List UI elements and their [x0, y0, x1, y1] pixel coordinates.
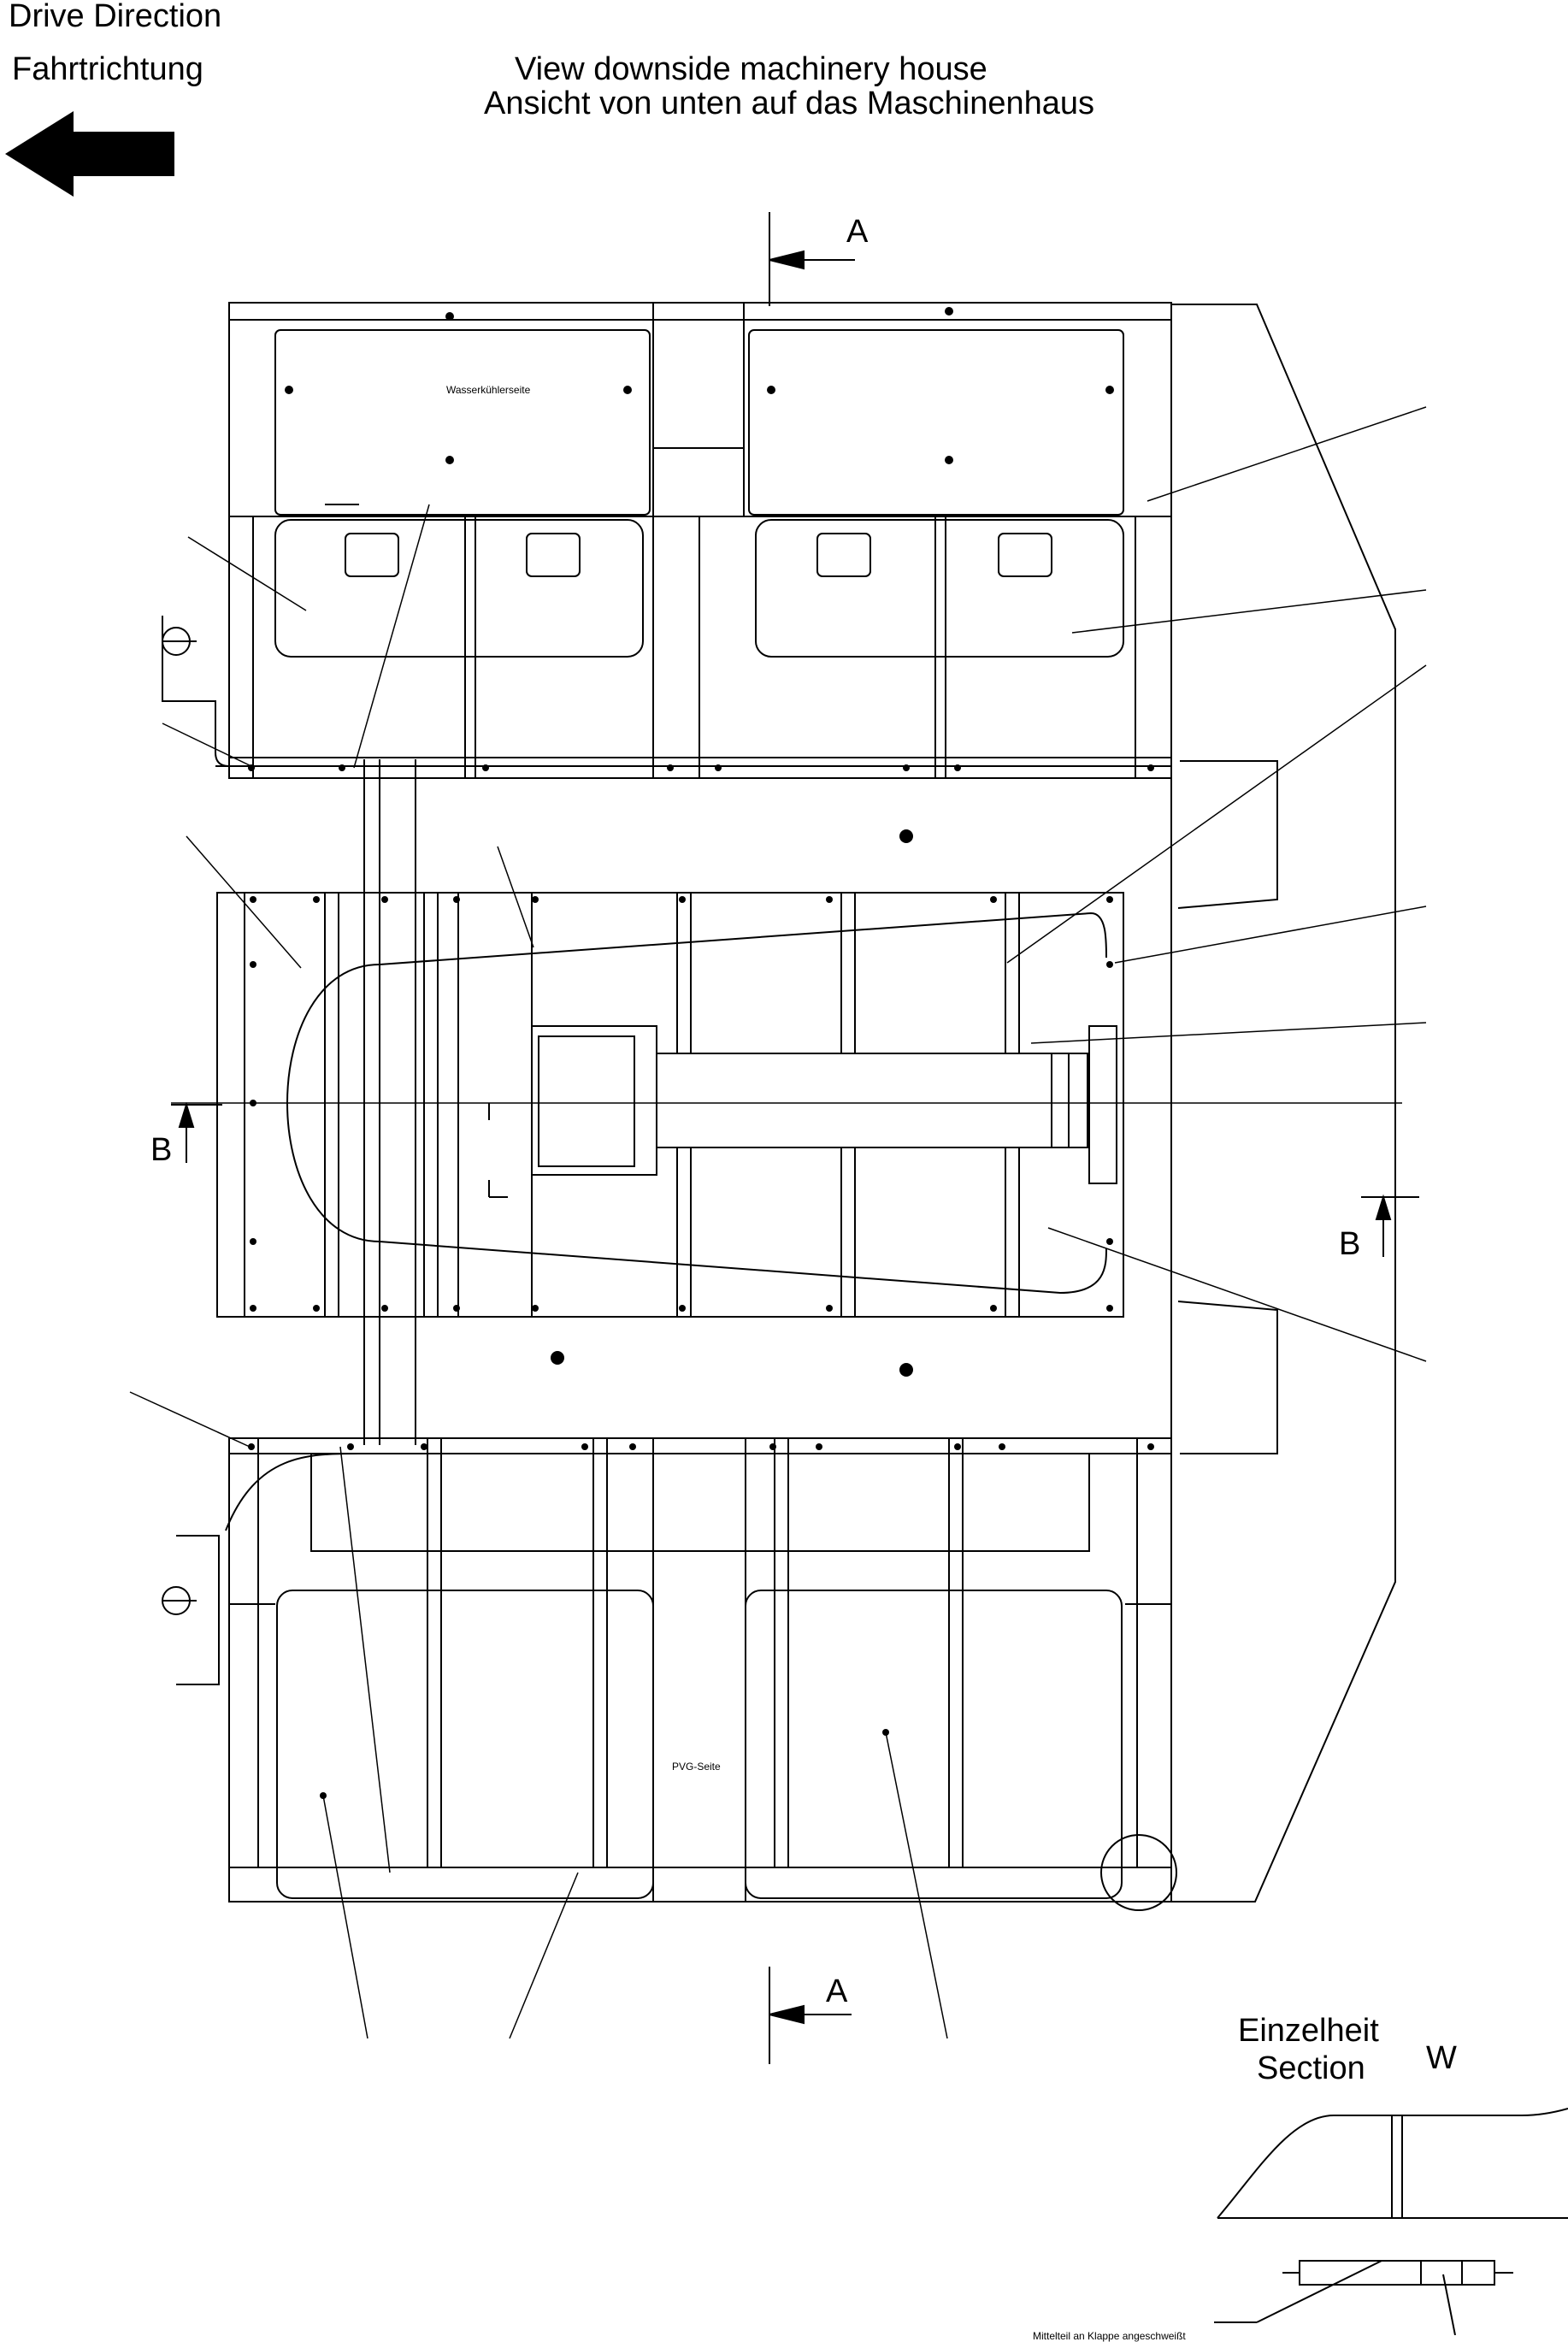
detail-letter: W: [1426, 2040, 1457, 2076]
bottom-module-bolts: [248, 1443, 1154, 1799]
pvg-side-label: PVG-Seite: [672, 1761, 721, 1773]
view-title-de: Ansicht von unten auf das Maschinenhaus: [484, 86, 1095, 121]
middle-module-bolts: [250, 829, 1113, 1377]
detail-w-drawing: [1214, 2108, 1568, 2335]
top-module-bolts: [248, 307, 1154, 771]
section-arrow-icon: [769, 1967, 852, 2064]
water-cooler-side-label: Wasserkühlerseite: [446, 384, 531, 396]
top-module: [215, 302, 1172, 1445]
view-title-en: View downside machinery house: [515, 51, 987, 87]
section-arrow-icon: [1361, 1194, 1419, 1257]
section-arrow-icon: [171, 1101, 222, 1163]
section-a-top-label: A: [846, 214, 869, 250]
fahrtrichtung-label: Fahrtrichtung: [12, 51, 203, 87]
middle-module: [216, 760, 1278, 1454]
section-a-bottom-label: A: [826, 1973, 848, 2009]
arrow-left-icon: [5, 111, 174, 197]
leader-lines: [129, 406, 1427, 2039]
detail-title-en: Section: [1257, 2050, 1365, 2086]
drive-direction-label: Drive Direction: [9, 0, 222, 34]
left-brackets: [162, 616, 230, 1685]
section-b-left-label: B: [150, 1132, 173, 1168]
detail-title-de: Einzelheit: [1238, 2013, 1379, 2049]
bottom-module: [225, 1437, 1177, 1911]
section-b-right-label: B: [1339, 1226, 1361, 1262]
section-arrow-icon: [769, 212, 855, 306]
